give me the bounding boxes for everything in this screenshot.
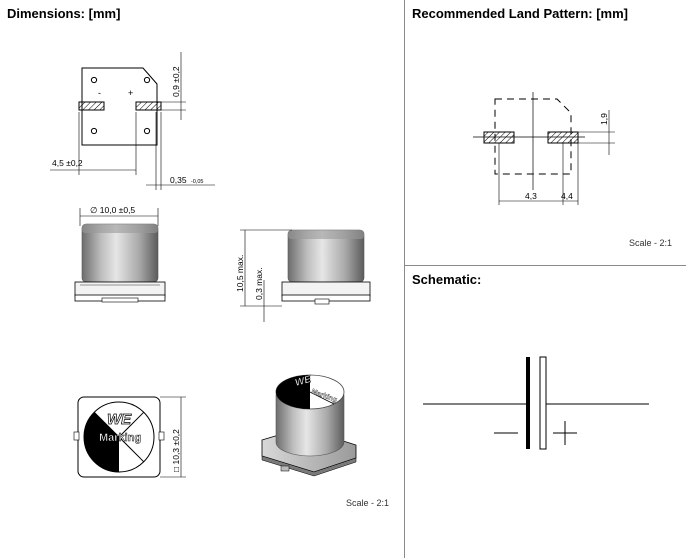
schematic-drawing	[423, 356, 649, 450]
land-dim-right: 4,4	[561, 191, 573, 201]
panel-divider-horizontal	[405, 265, 686, 266]
dimensions-scale: Scale - 2:1	[346, 498, 390, 508]
minus-marking: -	[98, 88, 101, 98]
height-label: 10,5 max.	[235, 255, 245, 292]
marking-logo: WE	[107, 411, 132, 428]
capacitor-positive-plate	[539, 356, 547, 450]
standoff-label: 0,3 max.	[254, 267, 264, 300]
pad-tolerance-label: 0,35 -0,05	[170, 175, 203, 185]
isometric-logo: WE	[294, 374, 313, 389]
side-view: 10,5 max. 0,3 max.	[235, 229, 371, 322]
land-dim-left: 4,3	[525, 191, 537, 201]
marking-text: Marking	[99, 432, 141, 444]
land-pattern-title: Recommended Land Pattern: [mm]	[412, 6, 628, 21]
pad-height-label: 0,9 ±0,2	[171, 66, 181, 97]
isometric-view: WE Marking	[261, 374, 357, 477]
front-view: ∅ 10,0 ±0,5	[74, 205, 166, 303]
top-view-footprint: - + 0,9 ±0,2 4,5 ±0,2 0,35 -0,05	[50, 52, 215, 190]
land-pattern-panel: Recommended Land Pattern: [mm] 4,3 4,4 1…	[405, 0, 686, 265]
base-width-label: □ 10,3 ±0,2	[171, 429, 181, 472]
land-pattern-scale: Scale - 2:1	[629, 238, 673, 248]
land-pattern-drawing: 4,3 4,4 1,9	[473, 92, 615, 205]
dimensions-title: Dimensions: [mm]	[7, 6, 121, 21]
plus-marking: +	[128, 88, 133, 98]
dimensions-drawing: - + 0,9 ±0,2 4,5 ±0,2 0,35 -0,05	[50, 52, 371, 478]
pad-pitch-label: 4,5 ±0,2	[52, 158, 83, 168]
dimensions-panel: Dimensions: [mm]	[7, 6, 390, 508]
diameter-label: ∅ 10,0 ±0,5	[90, 205, 135, 215]
schematic-panel: Schematic:	[405, 266, 686, 558]
schematic-title: Schematic:	[412, 272, 482, 287]
capacitor-negative-plate	[526, 357, 530, 449]
marking-view: WE Marking □ 10,3 ±0,2	[73, 396, 186, 478]
panel-divider-vertical	[404, 0, 405, 558]
land-dim-height: 1,9	[599, 113, 609, 125]
